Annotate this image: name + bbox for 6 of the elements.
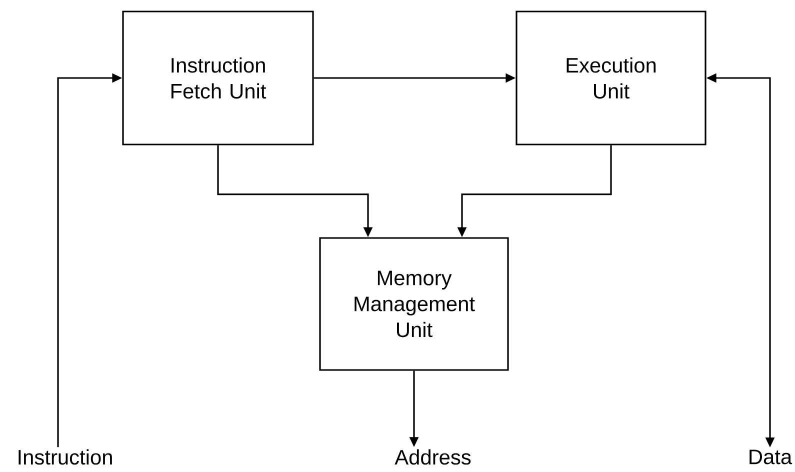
signal-label: Data <box>750 450 792 464</box>
signal-label: Address <box>394 449 471 465</box>
unit-box: Instruction Fetch Unit <box>122 10 314 146</box>
unit-box: Memory Management Unit <box>319 237 509 371</box>
unit-box: Execution Unit <box>516 10 706 146</box>
signal-label: Instruction <box>18 449 112 465</box>
